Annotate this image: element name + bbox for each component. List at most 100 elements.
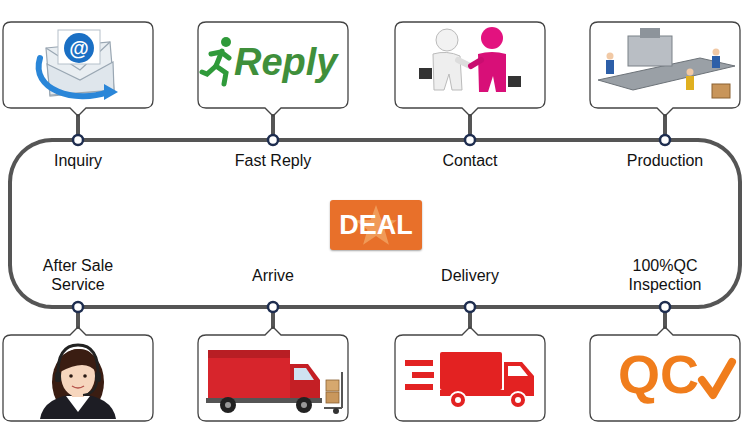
support-agent-icon [72, 386, 84, 388]
bubble-outline [395, 22, 545, 116]
support-agent-icon [55, 372, 61, 382]
junction-dot [465, 302, 475, 312]
truck-icon [326, 380, 339, 391]
bubble-outline [198, 327, 348, 421]
truck-icon [220, 397, 236, 413]
production-line-icon [607, 53, 614, 60]
step-label: 100%QC Inspection [610, 255, 720, 295]
icon-text: Reply [234, 40, 337, 84]
junction-dot [73, 302, 83, 312]
email-icon [58, 30, 100, 64]
step-label: Delivery [415, 255, 525, 295]
step-label: After Sale Service [23, 255, 133, 295]
production-line-icon [606, 60, 614, 74]
bubble-outline [3, 327, 153, 421]
runner-icon [211, 52, 229, 58]
truck-icon [225, 402, 231, 408]
step-bubble: Delivery [395, 327, 545, 421]
support-agent-icon [83, 382, 97, 395]
truck-icon [208, 350, 290, 358]
bubble-outline [3, 22, 153, 116]
delivery-truck-icon [510, 392, 526, 408]
production-line-icon [687, 69, 694, 76]
support-agent-icon [58, 345, 98, 376]
delivery-truck-icon [515, 397, 521, 403]
support-agent-icon [60, 349, 96, 372]
delivery-truck-icon [405, 360, 433, 366]
support-agent-icon [40, 345, 116, 419]
delivery-truck-icon [504, 362, 534, 390]
email-icon [39, 30, 118, 100]
junction-dot [268, 302, 278, 312]
support-agent-icon [95, 372, 101, 382]
bubble-outline [590, 22, 740, 116]
support-agent-icon [40, 394, 116, 419]
loop-connector [273, 307, 470, 327]
production-line-icon [640, 28, 660, 38]
runner-icon [221, 37, 231, 47]
bubble-outline [395, 327, 545, 421]
email-icon [104, 84, 118, 100]
delivery-truck-icon [412, 372, 434, 378]
truck-icon [294, 368, 314, 380]
bubble-outline [3, 22, 153, 116]
support-agent-icon [66, 396, 90, 412]
runner-icon [202, 37, 231, 84]
production-line-icon [598, 28, 735, 98]
qc-check-icon [702, 362, 732, 395]
icon-text: QC [618, 344, 699, 404]
step-label: Inquiry [0, 150, 163, 170]
step-bubble: Production [590, 22, 740, 116]
truck-icon [290, 364, 320, 398]
handshake-icon [419, 27, 521, 92]
delivery-truck-icon [405, 384, 433, 390]
production-line-icon [628, 36, 672, 66]
truck-icon [206, 350, 342, 414]
production-line-icon [712, 84, 730, 98]
junction-dot [268, 135, 278, 145]
truck-icon [326, 392, 339, 403]
production-line-icon [713, 49, 720, 56]
handshake-icon [436, 29, 458, 51]
email-icon [39, 58, 108, 96]
bubble-outline [198, 327, 348, 421]
junction-dot [660, 135, 670, 145]
deal-badge: DEAL [330, 200, 422, 250]
bubble-outline [590, 22, 740, 116]
step-label: Production [580, 150, 750, 170]
truck-icon [324, 407, 342, 409]
truck-icon [333, 408, 339, 414]
truck-icon [208, 350, 290, 398]
loop-connector [665, 116, 740, 327]
support-agent-icon [83, 374, 87, 378]
bubble-outline [395, 22, 545, 116]
step-bubble: Arrive [198, 327, 348, 421]
step-bubble: Inquiry [3, 22, 153, 116]
handshake-icon [508, 76, 521, 87]
truck-icon [301, 402, 307, 408]
loop-connector [10, 116, 78, 327]
step-label: Arrive [218, 255, 328, 295]
delivery-truck-icon [440, 352, 502, 390]
loop-connector [470, 116, 665, 140]
delivery-truck-icon [405, 352, 534, 408]
step-label: Fast Reply [188, 150, 358, 170]
handshake-icon [481, 27, 503, 49]
truck-icon [341, 372, 343, 408]
handshake-icon [419, 68, 432, 79]
production-line-icon [686, 76, 694, 90]
support-agent-icon [69, 374, 73, 378]
production-line-icon [712, 56, 720, 68]
email-icon [64, 33, 94, 63]
junction-dot [73, 135, 83, 145]
step-bubble: Contact [395, 22, 545, 116]
handshake-icon [471, 60, 481, 66]
step-label: Contact [385, 150, 555, 170]
runner-icon [216, 66, 226, 84]
bubble-outline [3, 327, 153, 421]
junction-dot [660, 302, 670, 312]
loop-connector [273, 116, 470, 140]
bubble-outline [198, 22, 348, 116]
truck-icon [296, 397, 312, 413]
